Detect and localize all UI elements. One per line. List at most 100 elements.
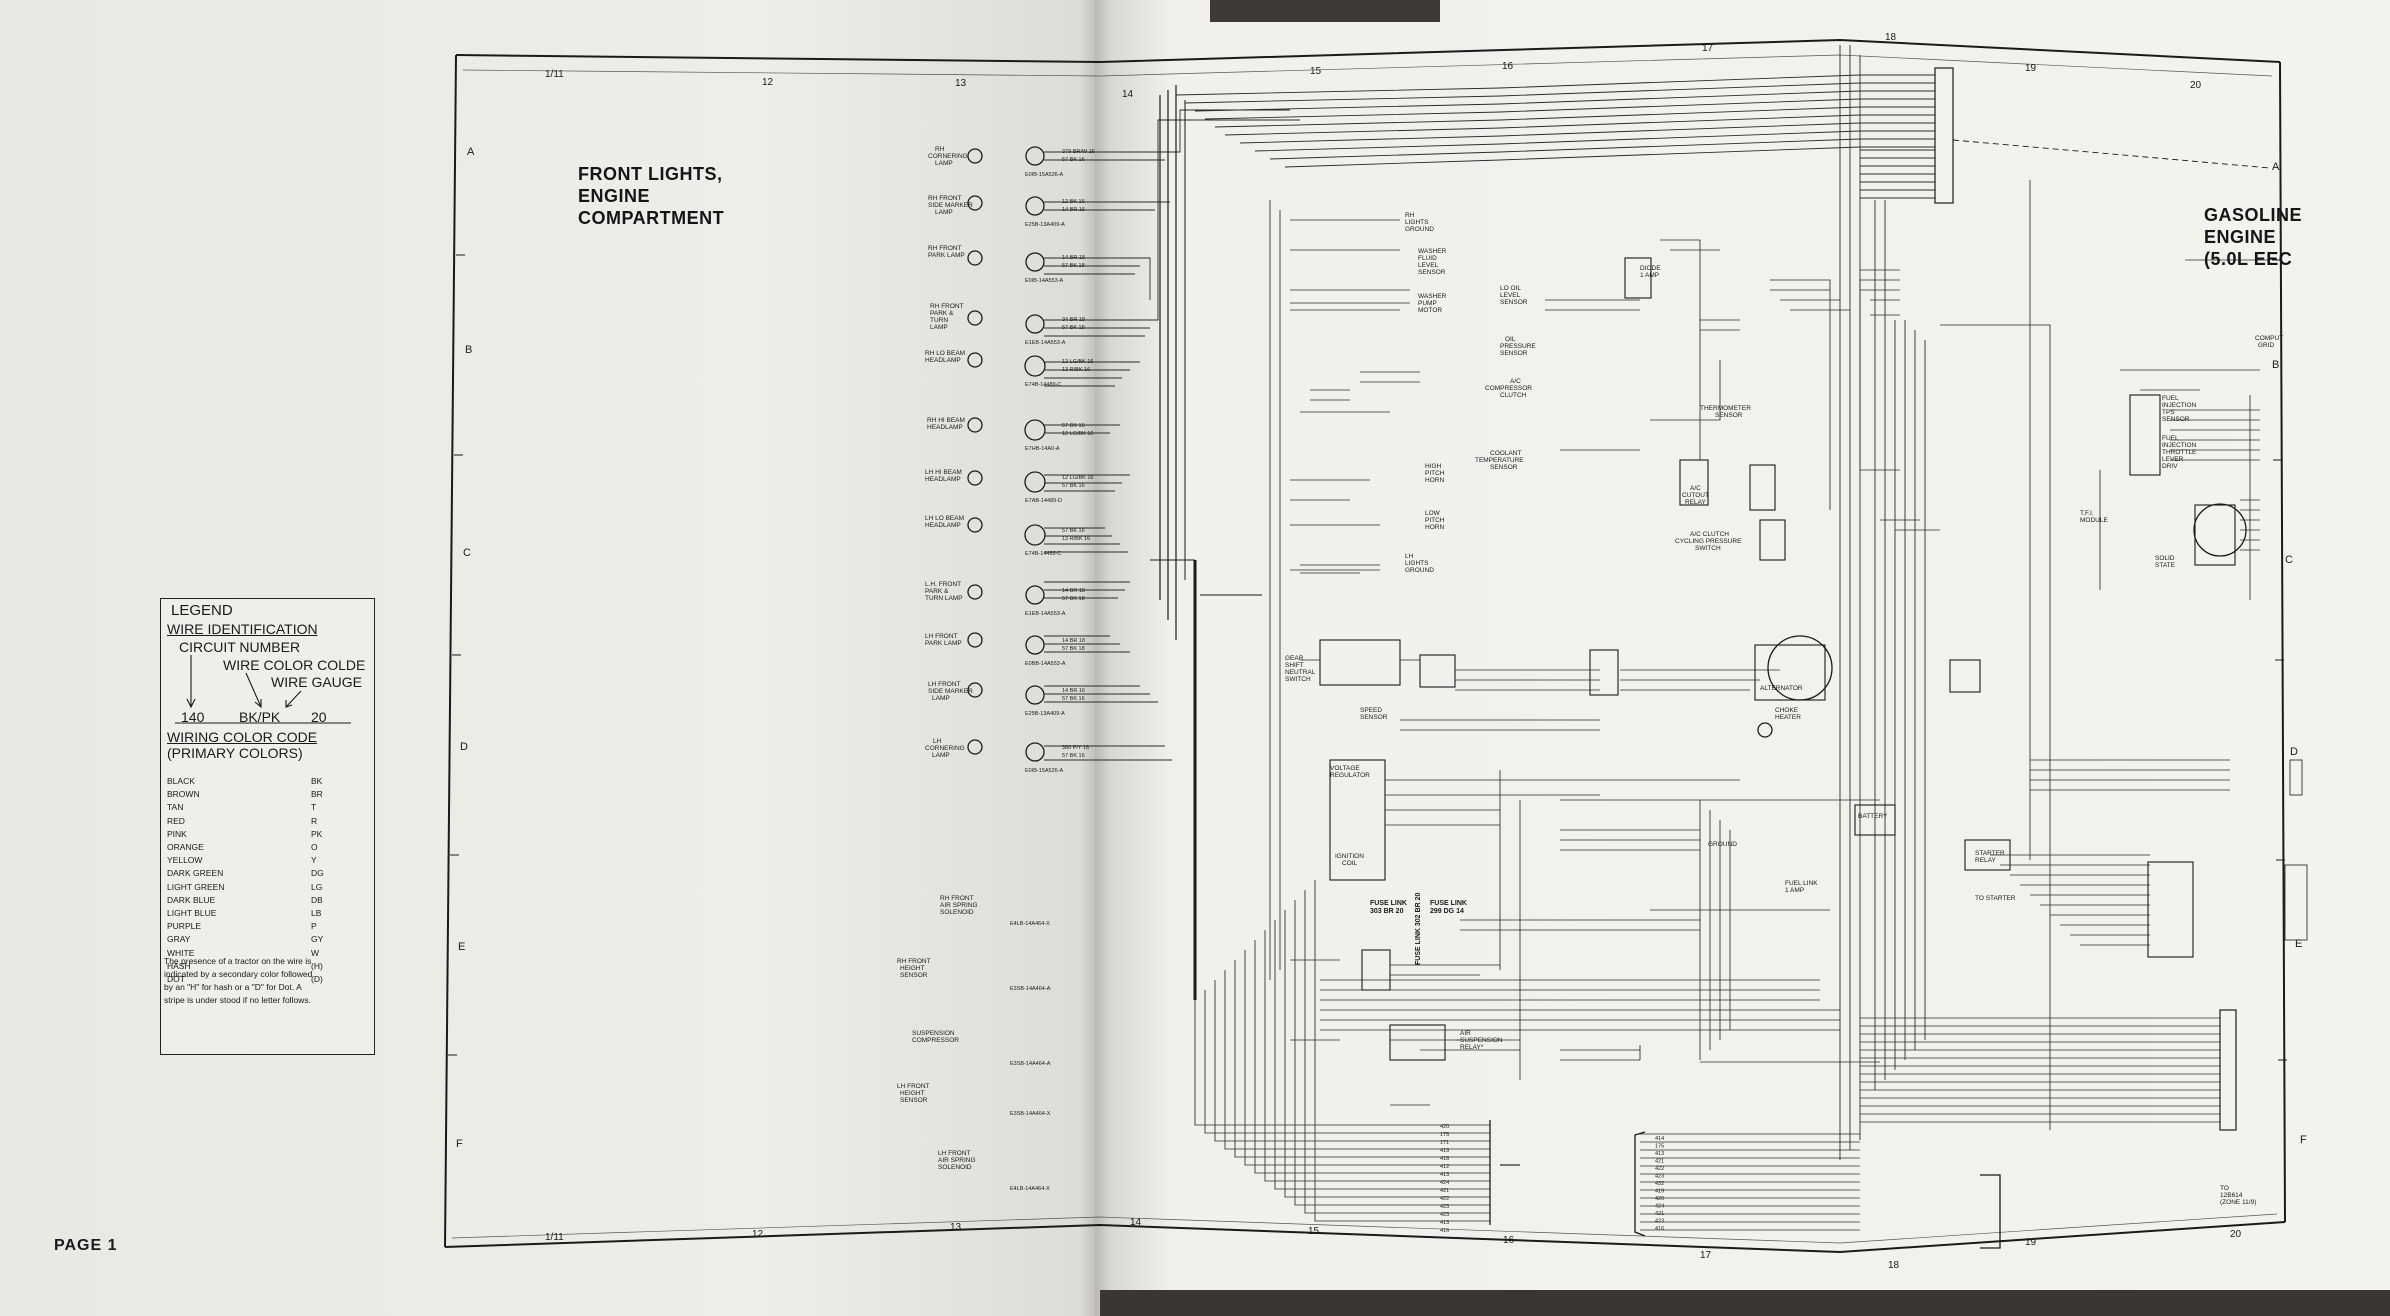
- svg-text:WASHER: WASHER: [1418, 293, 1447, 300]
- svg-text:COOLANT: COOLANT: [1490, 450, 1521, 457]
- svg-text:HEATER: HEATER: [1775, 714, 1801, 721]
- svg-text:E: E: [2295, 938, 2302, 950]
- svg-text:PUMP: PUMP: [1418, 300, 1437, 307]
- svg-text:HORN: HORN: [1425, 524, 1444, 531]
- svg-text:DIODE: DIODE: [1640, 265, 1661, 272]
- svg-text:LH FRONT: LH FRONT: [938, 1150, 971, 1157]
- legend-color-code: R: [311, 815, 318, 826]
- svg-text:LH FRONT: LH FRONT: [928, 681, 961, 688]
- svg-text:LH FRONT: LH FRONT: [925, 633, 958, 640]
- svg-text:SOLENOID: SOLENOID: [938, 1164, 972, 1171]
- grid-row-letters: A B C D E F A B C D E F: [456, 146, 2307, 1150]
- svg-text:299 DG 14: 299 DG 14: [1430, 908, 1464, 915]
- legend-primary-colors: (PRIMARY COLORS): [167, 745, 303, 761]
- svg-text:PITCH: PITCH: [1425, 470, 1445, 477]
- svg-text:(ZONE 11/9): (ZONE 11/9): [2220, 1199, 2256, 1206]
- svg-text:IGNITION: IGNITION: [1335, 853, 1364, 860]
- wire-label: 14 BR 16: [1062, 688, 1085, 694]
- legend-color-name: RED: [167, 815, 185, 826]
- svg-text:NEUTRAL: NEUTRAL: [1285, 669, 1316, 676]
- legend-color-code: GY: [311, 934, 324, 945]
- svg-text:LAMP: LAMP: [935, 209, 953, 216]
- bundle-wire-number: 175: [1440, 1132, 1449, 1138]
- svg-text:D: D: [2290, 746, 2298, 758]
- legend-example-circuit: 140: [181, 709, 205, 725]
- svg-text:LH HI BEAM: LH HI BEAM: [925, 469, 962, 476]
- wire-label: 57 BK 18: [1062, 325, 1085, 331]
- svg-text:SIDE MARKER: SIDE MARKER: [928, 202, 973, 209]
- legend-color-code: LG: [311, 881, 323, 892]
- svg-text:SWITCH: SWITCH: [1695, 545, 1721, 552]
- svg-text:SENSOR: SENSOR: [2162, 416, 2190, 423]
- svg-text:SPEED: SPEED: [1360, 707, 1382, 714]
- svg-text:WASHER: WASHER: [1418, 248, 1447, 255]
- bundle-wire-number: 413: [1440, 1172, 1449, 1178]
- bundle-wire-number: 412: [1440, 1164, 1449, 1170]
- legend-color-code: BK: [311, 776, 323, 786]
- svg-text:13: 13: [955, 78, 967, 89]
- connector-id: E1EB-14A553-A: [1025, 340, 1066, 346]
- legend-color-code: (D): [311, 974, 323, 984]
- wire-label: 379 BR/W 16: [1062, 149, 1095, 155]
- lower-bracket-bundle: [1634, 1131, 2001, 1249]
- right-edge-connectors: [2129, 394, 2308, 941]
- svg-text:LEVEL: LEVEL: [1500, 292, 1521, 299]
- grid-column-numbers: 1/11 12 13 14 15 16 17 18 19 20 1/11 12 …: [545, 32, 2242, 1271]
- connector-id: E4LB-14A464-X: [1010, 1186, 1050, 1192]
- bundle-wire-number: 421: [1655, 1159, 1664, 1165]
- fuse-link-labels: FUSE LINK 303 BR 20 FUSE LINK 299 DG 14 …: [1370, 893, 1467, 965]
- svg-text:MOTOR: MOTOR: [1418, 307, 1442, 314]
- page-number: PAGE 1: [54, 1237, 118, 1254]
- svg-text:FUSE LINK: FUSE LINK: [1370, 900, 1407, 907]
- top-right-connector: [1934, 67, 2271, 204]
- svg-text:INJECTION: INJECTION: [2162, 442, 2197, 449]
- svg-text:TEMPERATURE: TEMPERATURE: [1475, 457, 1524, 464]
- svg-text:13: 13: [950, 1222, 962, 1233]
- svg-text:14: 14: [1130, 1217, 1142, 1228]
- legend-color-name: TAN: [167, 802, 184, 813]
- svg-text:STARTER: STARTER: [1975, 850, 2005, 857]
- center-component-boxes: [1319, 257, 2236, 1061]
- svg-text:SENSOR: SENSOR: [1500, 299, 1528, 306]
- bundle-wire-number: 432: [1655, 1181, 1664, 1187]
- svg-text:PARK LAMP: PARK LAMP: [928, 252, 965, 259]
- svg-text:LEVEL: LEVEL: [1418, 262, 1439, 269]
- svg-text:A/C: A/C: [1690, 485, 1701, 492]
- svg-text:HIGH: HIGH: [1425, 463, 1442, 470]
- svg-text:SENSOR: SENSOR: [1418, 269, 1446, 276]
- engine-title: GASOLINE ENGINE (5.0L EEC: [2204, 205, 2303, 269]
- svg-text:A/C: A/C: [1510, 378, 1521, 385]
- svg-text:C: C: [2285, 554, 2293, 566]
- bundle-wire-number: 416: [1440, 1228, 1449, 1234]
- svg-text:RH LO BEAM: RH LO BEAM: [925, 350, 965, 357]
- svg-text:A/C CLUTCH: A/C CLUTCH: [1690, 531, 1729, 538]
- wire-label: 14 BR 18: [1062, 255, 1085, 261]
- svg-text:18: 18: [1885, 32, 1897, 43]
- wire-label: 12 LG/BK 16: [1062, 431, 1094, 437]
- lamp-wires: [1044, 109, 1300, 761]
- svg-text:COMPRESSOR: COMPRESSOR: [912, 1037, 959, 1044]
- svg-text:HEIGHT: HEIGHT: [900, 1090, 925, 1097]
- legend-color-name: YELLOW: [167, 855, 203, 866]
- svg-text:16: 16: [1503, 1235, 1515, 1246]
- legend-color-name: GRAY: [167, 934, 191, 945]
- wire-label: 57 BK 16: [1062, 528, 1085, 534]
- wire-label: 57 BK 16: [1062, 483, 1085, 489]
- svg-text:SUSPENSION: SUSPENSION: [912, 1030, 955, 1037]
- legend-wire-gauge: WIRE GAUGE: [271, 674, 363, 690]
- svg-text:D: D: [460, 741, 468, 753]
- svg-text:FUSE LINK 302 BR 20: FUSE LINK 302 BR 20: [1415, 893, 1422, 965]
- svg-text:OIL: OIL: [1505, 336, 1516, 343]
- frame-inner: [451, 54, 2278, 1244]
- svg-text:19: 19: [2025, 63, 2037, 74]
- bundle-wire-number: 424: [1655, 1204, 1664, 1210]
- svg-text:FLUID: FLUID: [1418, 255, 1437, 262]
- legend-color-name: BLACK: [167, 776, 195, 786]
- svg-text:SOLID: SOLID: [2155, 555, 2175, 562]
- svg-text:STATE: STATE: [2155, 562, 2176, 569]
- svg-text:INJECTION: INJECTION: [2162, 402, 2197, 409]
- svg-text:RH FRONT: RH FRONT: [897, 958, 931, 965]
- wire-label: 14 BR 16: [1062, 207, 1085, 213]
- bundle-wire-number: 424: [1440, 1180, 1449, 1186]
